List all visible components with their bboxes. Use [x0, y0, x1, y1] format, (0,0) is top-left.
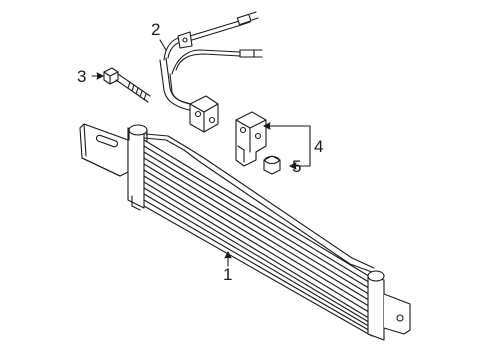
top-rail	[144, 134, 374, 272]
line-fitting-block	[190, 96, 218, 132]
callout-4-leader	[264, 123, 310, 169]
bolt	[92, 68, 150, 102]
callout-1-leader	[225, 252, 231, 266]
left-end-tank	[128, 124, 148, 210]
cooler-fins	[144, 140, 372, 336]
adapter-block	[236, 112, 310, 169]
callout-label-3: 3	[77, 67, 87, 86]
right-mounting-bracket	[384, 294, 410, 334]
cooler-line-assembly	[160, 12, 262, 132]
oil-cooler	[80, 124, 410, 340]
callout-3-leader	[92, 73, 103, 79]
callout-2-leader	[160, 40, 166, 50]
left-mounting-bracket	[80, 124, 128, 176]
callout-label-2: 2	[151, 20, 161, 39]
seal-nut	[264, 156, 280, 174]
callout-label-4: 4	[314, 137, 324, 156]
callout-label-5: 5	[292, 157, 302, 176]
right-end-tank	[367, 270, 385, 340]
callout-label-1: 1	[223, 265, 233, 284]
cooler-line-drop	[160, 58, 198, 112]
line-clamp	[178, 32, 192, 48]
cooler-line-lower	[172, 50, 262, 74]
